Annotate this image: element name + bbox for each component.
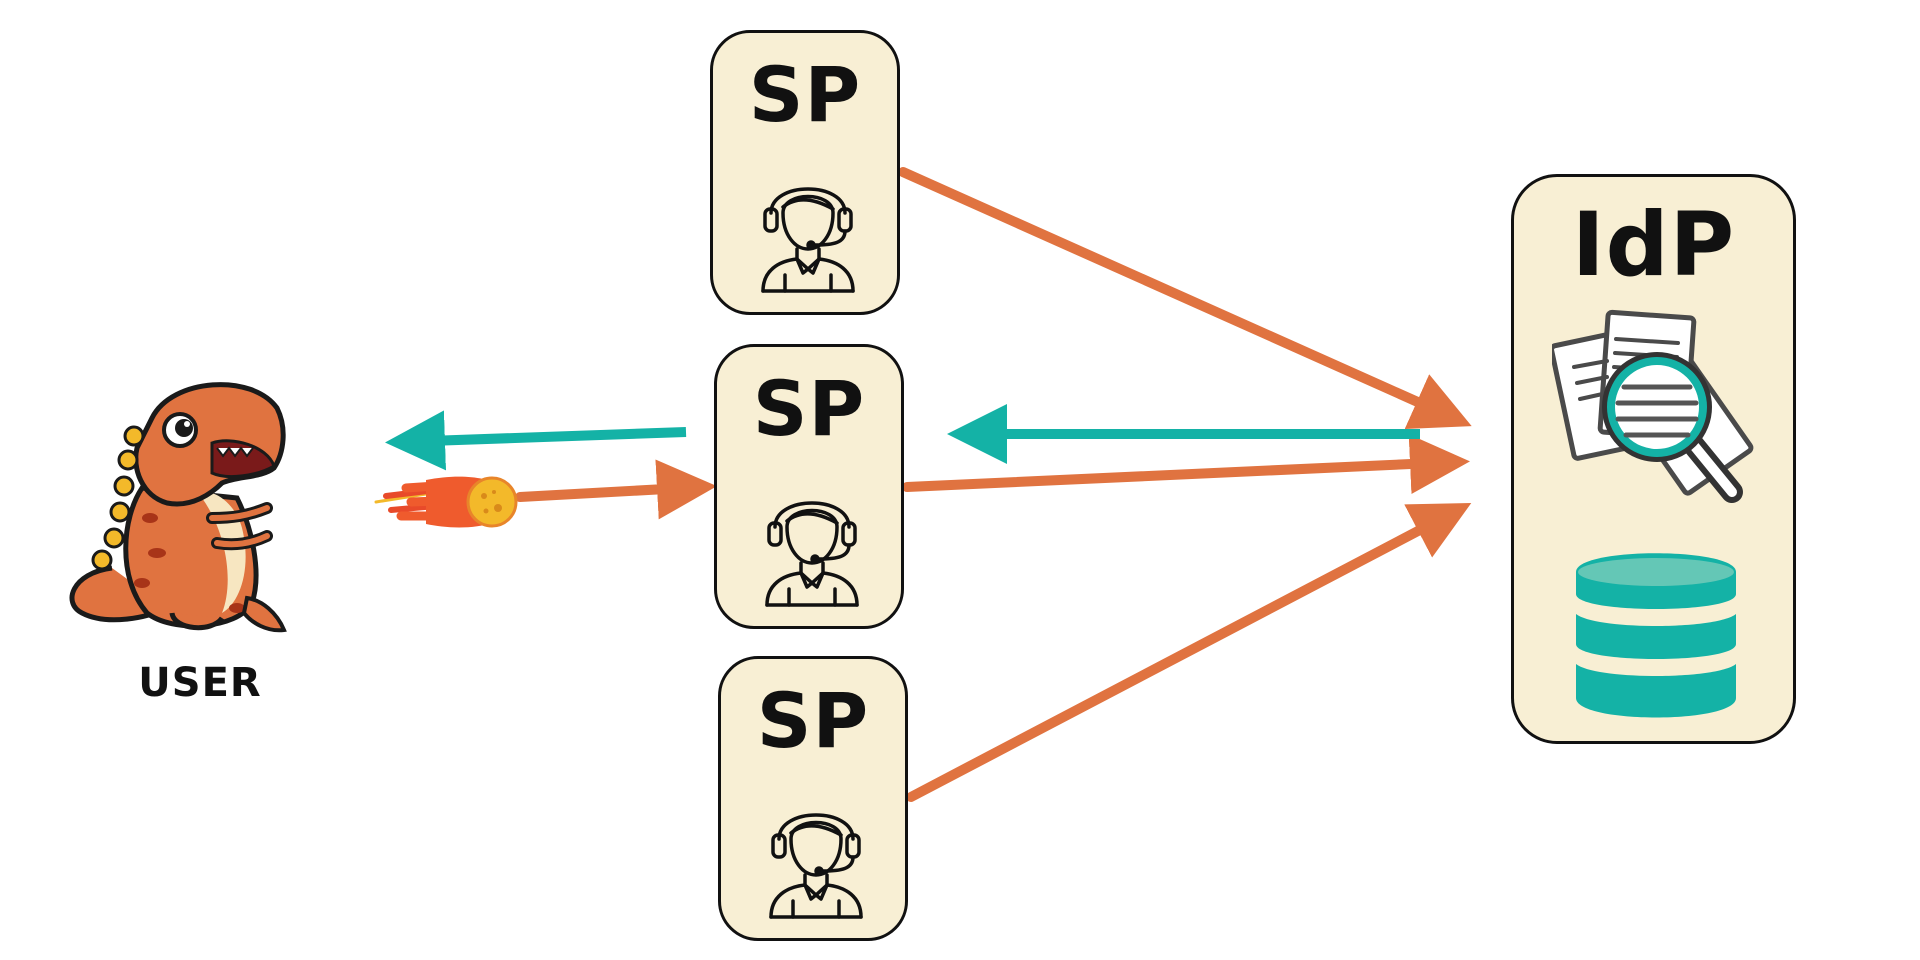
arrow-user-to-sp [515,459,717,520]
database-icon [1576,553,1736,718]
dinosaur-icon [69,382,287,633]
user-label: USER [138,660,262,706]
arrow-sp2-to-idp [902,434,1470,495]
service-provider-box-1: SP [710,30,900,315]
arrow-sp1-to-idp [898,167,1472,430]
service-provider-box-3: SP [718,656,908,941]
sp-label-3: SP [756,676,870,765]
sp-label-2: SP [752,364,866,453]
service-provider-box-2: SP [714,344,904,629]
meteor-icon [374,476,518,528]
support-agent-icon [765,501,859,607]
support-agent-icon [769,813,863,919]
arrow-sp-to-user [385,410,687,471]
identity-provider-box: IdP [1511,174,1796,744]
documents-magnifier-icon [1552,309,1754,503]
sp-label-1: SP [748,50,862,139]
arrow-sp3-to-idp [906,503,1472,802]
support-agent-icon [761,187,855,293]
idp-label: IdP [1571,193,1736,296]
